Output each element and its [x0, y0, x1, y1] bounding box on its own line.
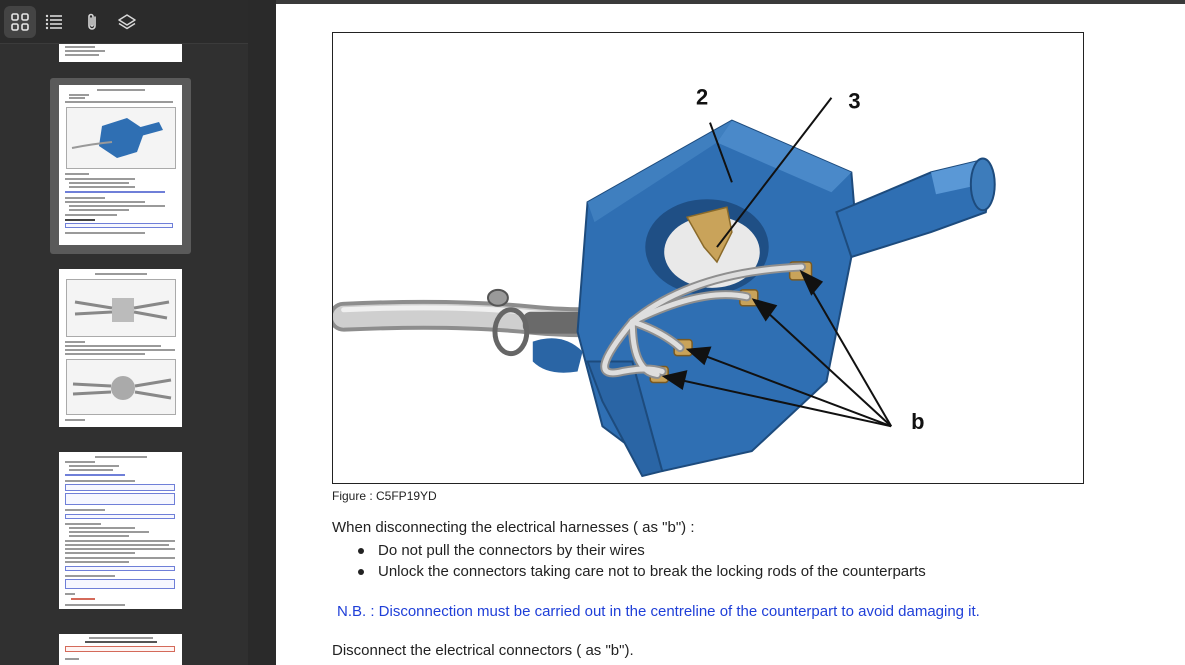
- callout-3: 3: [848, 89, 860, 114]
- bullet-item: Unlock the connectors taking care not to…: [358, 561, 926, 582]
- page-thumbnail-4[interactable]: [59, 452, 182, 609]
- sidebar-splitter[interactable]: [248, 0, 276, 665]
- grid-icon: [11, 13, 29, 31]
- document-page: 2 3 b Figure : C5FP19YD When disconnecti…: [276, 4, 1185, 665]
- callout-2: 2: [696, 85, 708, 110]
- sidebar-toolbar: [0, 0, 248, 44]
- sidebar: [0, 0, 248, 665]
- steering-column-switch-diagram: 2 3 b: [333, 85, 996, 478]
- page-thumbnail-3[interactable]: [59, 269, 182, 427]
- intro-paragraph: When disconnecting the electrical harnes…: [332, 519, 695, 536]
- paperclip-icon: [88, 13, 96, 30]
- window-top-bar: [0, 0, 1185, 4]
- page-thumbnail-1[interactable]: [59, 44, 182, 62]
- thumbnails-view-button[interactable]: [4, 6, 36, 38]
- note-nb: N.B. : Disconnection must be carried out…: [337, 603, 980, 620]
- attachments-view-button[interactable]: [76, 6, 108, 38]
- bullet-item: Do not pull the connectors by their wire…: [358, 540, 926, 561]
- outline-view-button[interactable]: [38, 6, 70, 38]
- figure-illustration: 2 3 b: [332, 32, 1084, 484]
- list-icon: [45, 14, 62, 30]
- page-thumbnail-2[interactable]: [59, 85, 182, 245]
- figure-caption: Figure : C5FP19YD: [332, 489, 437, 503]
- layers-icon: [118, 14, 136, 30]
- instruction-bullet-list: Do not pull the connectors by their wire…: [358, 540, 926, 582]
- layers-view-button[interactable]: [111, 6, 143, 38]
- step-paragraph: Disconnect the electrical connectors ( a…: [332, 642, 634, 659]
- page-thumbnail-5[interactable]: [59, 634, 182, 665]
- callout-b: b: [911, 409, 924, 434]
